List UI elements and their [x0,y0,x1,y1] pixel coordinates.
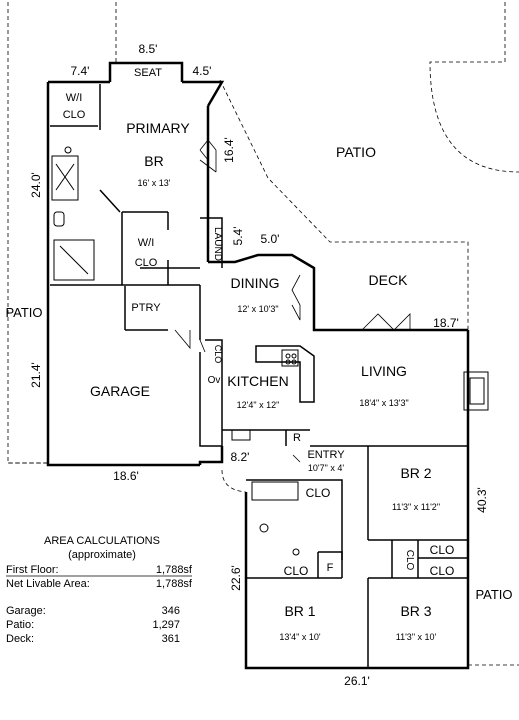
primary-shower [51,155,79,201]
dim-garage-bottom: 18.6' [113,469,139,483]
br3-clo-vertical-label: CLO [404,550,415,571]
area-row-label: Garage: [6,605,46,617]
entry-clo-label: CLO [306,486,331,500]
patio-deck-outlines [7,2,519,666]
oven-label: Ov [208,375,221,386]
br1-size: 13'4" x 10' [279,632,320,642]
br3-clo-b-label: CLO [430,564,455,578]
door-swings [174,139,411,463]
dim-laund-short: 5.4' [231,227,245,246]
dim-left-lower: 21.4' [29,362,43,388]
dim-bottom: 26.1' [344,674,370,688]
dim-primary-wall: 16.4' [222,137,236,163]
primary-sink-1 [64,146,72,154]
wi-clo-mid-label-2: CLO [135,257,158,269]
fridge-label: R [293,432,301,444]
br1-label: BR 1 [284,603,315,619]
dim-right-side: 40.3' [475,487,489,513]
dim-left-upper: 24.0' [29,172,43,198]
wi-clo-mid-label-1: W/I [138,237,155,249]
wi-clo-top-label-2: CLO [63,109,86,121]
area-row-label: First Floor: [6,564,59,576]
pantry-label: PTRY [131,302,161,314]
living-label: LIVING [361,363,407,379]
br2-size: 11'3" x 11'2" [392,502,440,512]
dimension-labels: 8.5' 7.4' 4.5' 16.4' 24.0' 5.4' 5.0' 18.… [29,42,489,688]
deck-label: DECK [369,272,409,288]
area-row-label: Patio: [6,619,34,631]
patio-left-label: PATIO [5,305,42,320]
kitchen-label: KITCHEN [227,373,288,389]
laundry-label: LAUND [212,227,223,261]
living-size: 18'4" x 13'3" [359,398,408,408]
entry-size: 10'7" x 4' [308,463,344,473]
patio-right-label: PATIO [475,587,512,602]
area-row-label: Deck: [6,633,34,645]
br1-clo-label: CLO [284,564,309,578]
patio-top-label: PATIO [336,144,376,160]
dining-label: DINING [231,275,280,291]
interior-walls [50,84,468,668]
garage-label: GARAGE [90,383,150,399]
area-subtitle: (approximate) [68,549,136,561]
area-row-label: Net Livable Area: [6,578,90,590]
dining-size: 12' x 10'3" [237,304,278,314]
area-title: AREA CALCULATIONS [44,535,160,547]
kitchen-sink [231,429,251,441]
seat-label: SEAT [134,67,162,79]
dim-deck-edge: 18.7' [433,316,459,330]
br3-size: 11'3" x 10' [396,632,437,642]
dim-entry-offset: 8.2' [231,450,250,464]
primary-toilet [53,211,65,227]
dim-laund-top: 5.0' [261,232,280,246]
br2-label: BR 2 [400,465,431,481]
area-row-value: 1,297 [152,619,180,631]
kitchen-clo-label: CLO [213,345,223,364]
kitchen-size: 12'4" x 12" [237,400,280,410]
dim-right-top: 4.5' [193,64,212,78]
fireplace [463,371,489,411]
br3-label: BR 3 [400,603,431,619]
br1-f-label: F [327,562,334,574]
hall-tub [251,481,299,501]
dim-seat-width: 8.5' [139,42,158,56]
room-labels: W/I CLO SEAT PRIMARY BR 16' x 13' W/I CL… [5,67,512,642]
area-row-value: 1,788sf [156,578,193,590]
area-row-value: 1,788sf [156,564,193,576]
primary-tub [53,239,95,281]
primary-bedroom-label-1: PRIMARY [126,120,190,136]
bath-fixtures [51,146,489,556]
bath-sink [259,523,269,533]
area-row-value: 361 [162,633,180,645]
area-row-value: 346 [162,605,180,617]
primary-bedroom-label-2: BR [144,153,163,169]
area-calculations: AREA CALCULATIONS (approximate) First Fl… [6,535,193,645]
primary-bedroom-size: 16' x 13' [138,178,171,188]
br3-clo-a-label: CLO [430,543,455,557]
br1-sink [292,548,300,556]
dim-bedroom-left: 22.6' [229,565,243,591]
entry-label: ENTRY [307,449,345,461]
dim-left-top: 7.4' [71,64,90,78]
cooktop [281,349,299,367]
wi-clo-top-label-1: W/I [66,92,83,104]
walls [46,61,470,670]
